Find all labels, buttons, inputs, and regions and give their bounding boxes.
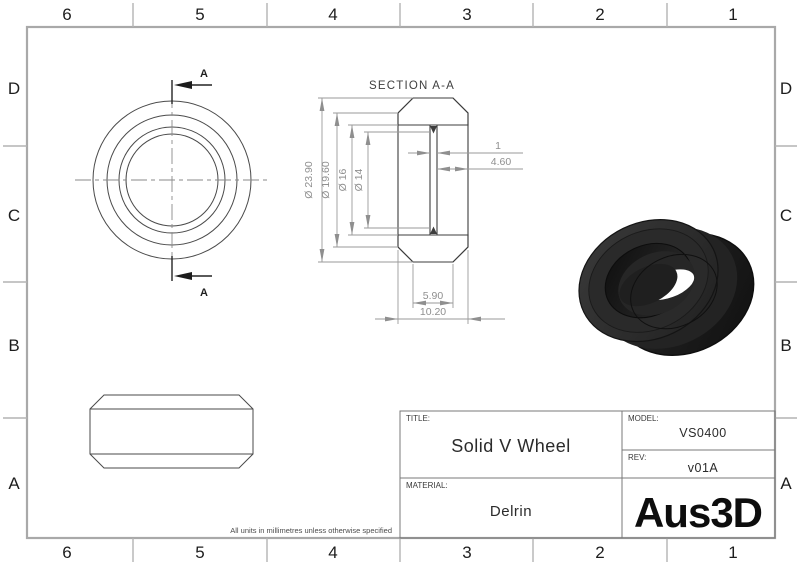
- zone-row-label: C: [8, 206, 20, 225]
- rib-section-bottom: [430, 226, 437, 234]
- zone-col-label: 4: [328, 5, 337, 24]
- dim-rib-width: 1: [495, 140, 501, 152]
- section-arrow-icon: [174, 272, 192, 280]
- zone-row-label: B: [8, 336, 19, 355]
- zone-row-label: D: [8, 79, 20, 98]
- front-view: A A: [75, 68, 268, 299]
- extension-lines: [318, 97, 469, 324]
- rib-section-top: [430, 126, 437, 134]
- zone-col-label: 4: [328, 543, 337, 562]
- part-title: Solid V Wheel: [451, 436, 571, 456]
- company-logo: Aus3D: [634, 489, 762, 536]
- dim-bore-depth: 4.60: [491, 156, 512, 168]
- isometric-render: [578, 219, 755, 356]
- title-field-label: TITLE:: [406, 414, 430, 423]
- model-field-label: MODEL:: [628, 414, 659, 423]
- dim-bore-diameter: Ø 16: [337, 168, 349, 191]
- title-block: TITLE: Solid V Wheel MATERIAL: Delrin MO…: [399, 410, 776, 539]
- material-field-label: MATERIAL:: [406, 481, 448, 490]
- zone-row-label: B: [780, 336, 791, 355]
- section-label-top: A: [200, 68, 208, 80]
- zone-col-label: 2: [595, 5, 604, 24]
- section-arrow-icon: [174, 81, 192, 89]
- dimension-lines: [319, 98, 523, 322]
- part-revision: v01A: [688, 461, 719, 475]
- section-cut-line: [171, 80, 212, 281]
- rev-field-label: REV:: [628, 453, 646, 462]
- dim-rib-bore-diameter: Ø 14: [353, 168, 365, 191]
- zone-row-label: A: [780, 474, 792, 493]
- zone-row-label: C: [780, 206, 792, 225]
- zone-labels: 6 5 4 3 2 1 6 5 4 3 2 1 D C B A D C B A: [8, 5, 792, 562]
- dim-tread-width: 5.90: [423, 290, 444, 302]
- part-material: Delrin: [490, 503, 532, 520]
- section-view-title: SECTION A-A: [369, 80, 455, 92]
- zone-col-label: 2: [595, 543, 604, 562]
- zone-col-label: 3: [462, 5, 471, 24]
- dim-chamfer-diameter: Ø 19.60: [320, 161, 332, 199]
- zone-col-label: 6: [62, 543, 71, 562]
- zone-col-label: 3: [462, 543, 471, 562]
- dim-overall-width: 10.20: [420, 306, 446, 318]
- zone-col-label: 5: [195, 543, 204, 562]
- section-view: SECTION A-A: [303, 80, 523, 324]
- zone-row-label: D: [780, 79, 792, 98]
- zone-row-label: A: [8, 474, 20, 493]
- zone-col-label: 5: [195, 5, 204, 24]
- units-note: All units in millimetres unless otherwis…: [230, 526, 392, 535]
- zone-col-label: 1: [728, 543, 737, 562]
- side-view: [89, 394, 254, 469]
- zone-col-label: 6: [62, 5, 71, 24]
- zone-col-label: 1: [728, 5, 737, 24]
- side-view-outline: [89, 394, 254, 469]
- section-label-bottom: A: [200, 287, 208, 299]
- zone-ticks: [3, 3, 797, 562]
- section-outline: [397, 97, 469, 263]
- part-model: VS0400: [679, 426, 726, 440]
- dim-outer-diameter: Ø 23.90: [303, 161, 315, 199]
